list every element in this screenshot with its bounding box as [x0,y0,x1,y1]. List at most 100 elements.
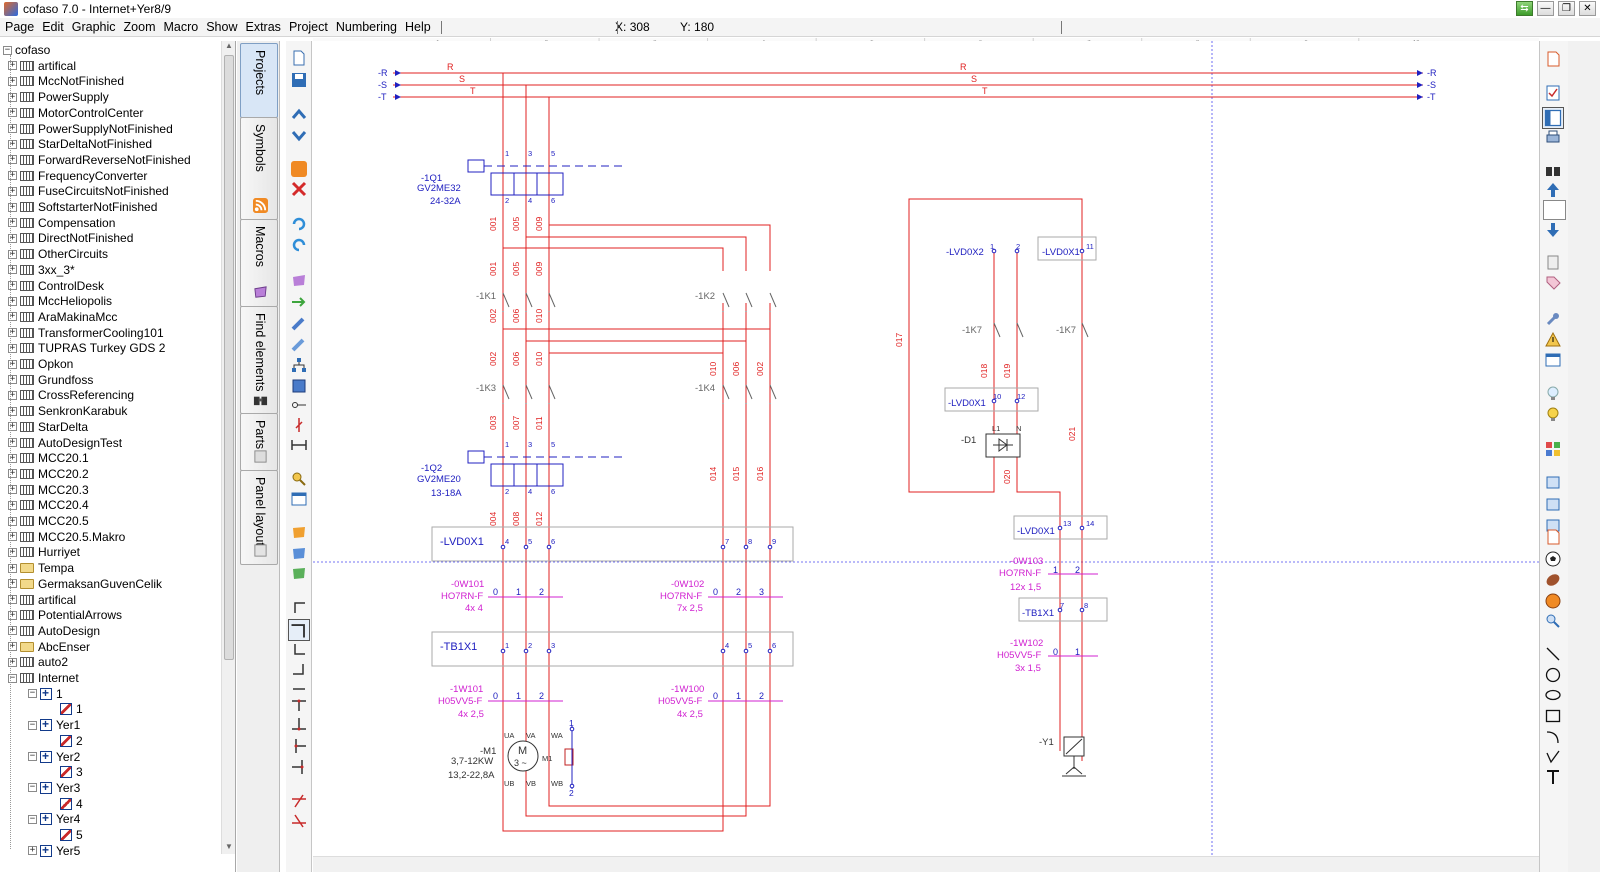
select-box-icon[interactable] [291,378,307,394]
expand-toggle-icon[interactable]: + [8,531,17,542]
cross-down-icon[interactable] [291,793,307,809]
draw-arc-icon[interactable] [1545,729,1561,745]
menu-edit[interactable]: Edit [42,20,64,34]
tree-item[interactable]: +MccHeliopolis [8,293,112,309]
expand-toggle-icon[interactable]: + [8,421,17,432]
tree-item-page[interactable]: 3 [60,764,83,780]
draw-rectangle-icon[interactable] [1545,708,1561,724]
tree-item[interactable]: +Tempa [8,560,74,576]
tree-item[interactable]: +AraMakinaMcc [8,309,117,325]
menu-graphic[interactable]: Graphic [71,20,116,34]
tree-item[interactable]: +GermaksanGuvenCelik [8,576,162,592]
menu-extras[interactable]: Extras [245,20,281,34]
football-icon[interactable] [1545,572,1561,588]
expand-toggle-icon[interactable]: − [28,719,37,730]
close-button[interactable]: ✕ [1579,1,1596,16]
tree-item-root[interactable]: −cofaso [3,42,50,58]
delete-icon[interactable] [291,181,307,197]
tab-macros[interactable]: Macros [240,219,278,307]
expand-toggle-icon[interactable]: + [8,295,17,306]
expand-toggle-icon[interactable]: + [8,656,17,667]
breaker-q1[interactable]: -1Q1 GV2ME32 24-32A [417,159,623,207]
tree-item[interactable]: +MccNotFinished [8,73,124,89]
wrench-icon[interactable] [1545,311,1561,327]
motor-m1[interactable]: M 3 ~ -M1 3,7-12KW 13,2-22,8A [448,726,574,789]
expand-toggle-icon[interactable]: + [8,578,17,589]
tree-item[interactable]: +artifical [8,592,76,608]
expand-toggle-icon[interactable]: + [8,468,17,479]
schematic-canvas[interactable]: -R -S -T -R -S -T R S T R S T [313,41,1539,856]
tree-item[interactable]: +auto2 [8,654,68,670]
zoom-icon[interactable] [1545,613,1561,629]
properties-icon[interactable] [1545,352,1561,368]
document-icon[interactable] [1545,51,1561,67]
expand-toggle-icon[interactable]: + [8,594,17,604]
expand-toggle-icon[interactable]: + [8,91,17,102]
expand-toggle-icon[interactable]: + [8,280,17,290]
page-down-icon[interactable] [291,127,307,143]
project-tree[interactable]: −cofaso+artifical+MccNotFinished+PowerSu… [0,41,236,872]
tree-item[interactable]: +MotorControlCenter [8,105,143,121]
tree-item-page[interactable]: 4 [60,796,83,812]
report-icon[interactable] [1545,529,1561,545]
expand-toggle-icon[interactable]: + [8,123,17,133]
expand-toggle-icon[interactable]: + [8,327,17,338]
tree-item-subproject[interactable]: −1 [28,686,63,702]
flag-blue-icon[interactable] [291,546,307,562]
view-binoculars-icon[interactable] [1545,162,1561,178]
menu-project[interactable]: Project [288,20,328,34]
tee-down-icon[interactable] [291,696,307,712]
tee-up-icon[interactable] [291,717,307,733]
tree-item[interactable]: +StarDelta [8,419,88,435]
tab-panel-layout[interactable]: Panel layout [240,470,278,565]
probe-icon[interactable] [291,315,307,331]
draw-polyline-icon[interactable] [1545,749,1561,765]
restore-app-icon[interactable]: ⇆ [1516,1,1533,16]
menu-numbering[interactable]: Numbering [335,20,397,34]
tree-item[interactable]: +SenkronKarabuk [8,403,127,419]
window-icon[interactable] [291,491,307,507]
checklist-icon[interactable] [1545,85,1561,101]
tab-parts[interactable]: Parts [240,413,278,471]
expand-toggle-icon[interactable]: + [8,311,17,322]
wire-cut-icon[interactable] [291,417,307,433]
tree-item[interactable]: +SoftstarterNotFinished [8,199,157,215]
tree-item[interactable]: +FuseCircuitsNotFinished [8,183,169,199]
expand-toggle-icon[interactable]: + [8,154,17,165]
redo-icon[interactable] [291,237,307,253]
expand-toggle-icon[interactable]: + [8,609,17,620]
menu-macro[interactable]: Macro [163,20,199,34]
tree-item[interactable]: +MCC20.4 [8,497,89,513]
macro-tool-icon[interactable] [291,273,307,289]
menu-show[interactable]: Show [206,20,238,34]
tree-item-page[interactable]: 2 [60,733,83,749]
cross-up-icon[interactable] [291,813,307,829]
tree-item[interactable]: +ControlDesk [8,278,104,294]
expand-toggle-icon[interactable]: + [8,374,17,385]
scroll-up-icon[interactable]: ▲ [225,41,233,50]
export-icon[interactable] [1545,474,1561,490]
dimension-icon[interactable] [291,437,307,453]
tree-item[interactable]: +MCC20.1 [8,450,89,466]
tree-item[interactable]: +Grundfoss [8,372,93,388]
expand-toggle-icon[interactable]: + [8,562,17,573]
tree-item[interactable]: +3xx_3* [8,262,75,278]
expand-toggle-icon[interactable]: − [28,751,37,761]
tree-item[interactable]: +StarDeltaNotFinished [8,136,152,152]
menu-zoom[interactable]: Zoom [123,20,156,34]
expand-toggle-icon[interactable]: + [8,499,17,510]
flag-orange-icon[interactable] [291,525,307,541]
tree-scrollbar[interactable]: ▲ ▼ [221,41,235,854]
tree-item[interactable]: −Internet [8,670,79,686]
tab-symbols[interactable]: Symbols [240,117,278,220]
tree-item[interactable]: +artifical [8,58,76,74]
expand-toggle-icon[interactable]: − [28,688,37,699]
expand-toggle-icon[interactable]: − [28,813,37,824]
expand-toggle-icon[interactable]: + [8,264,17,275]
layout-icon[interactable] [1542,107,1564,129]
tree-item[interactable]: +AbcEnser [8,639,90,655]
tee-left-icon[interactable] [291,759,307,775]
minimize-button[interactable]: — [1537,1,1554,16]
expand-toggle-icon[interactable]: + [8,60,17,71]
valve-y1[interactable]: -Y1 [1039,736,1086,777]
